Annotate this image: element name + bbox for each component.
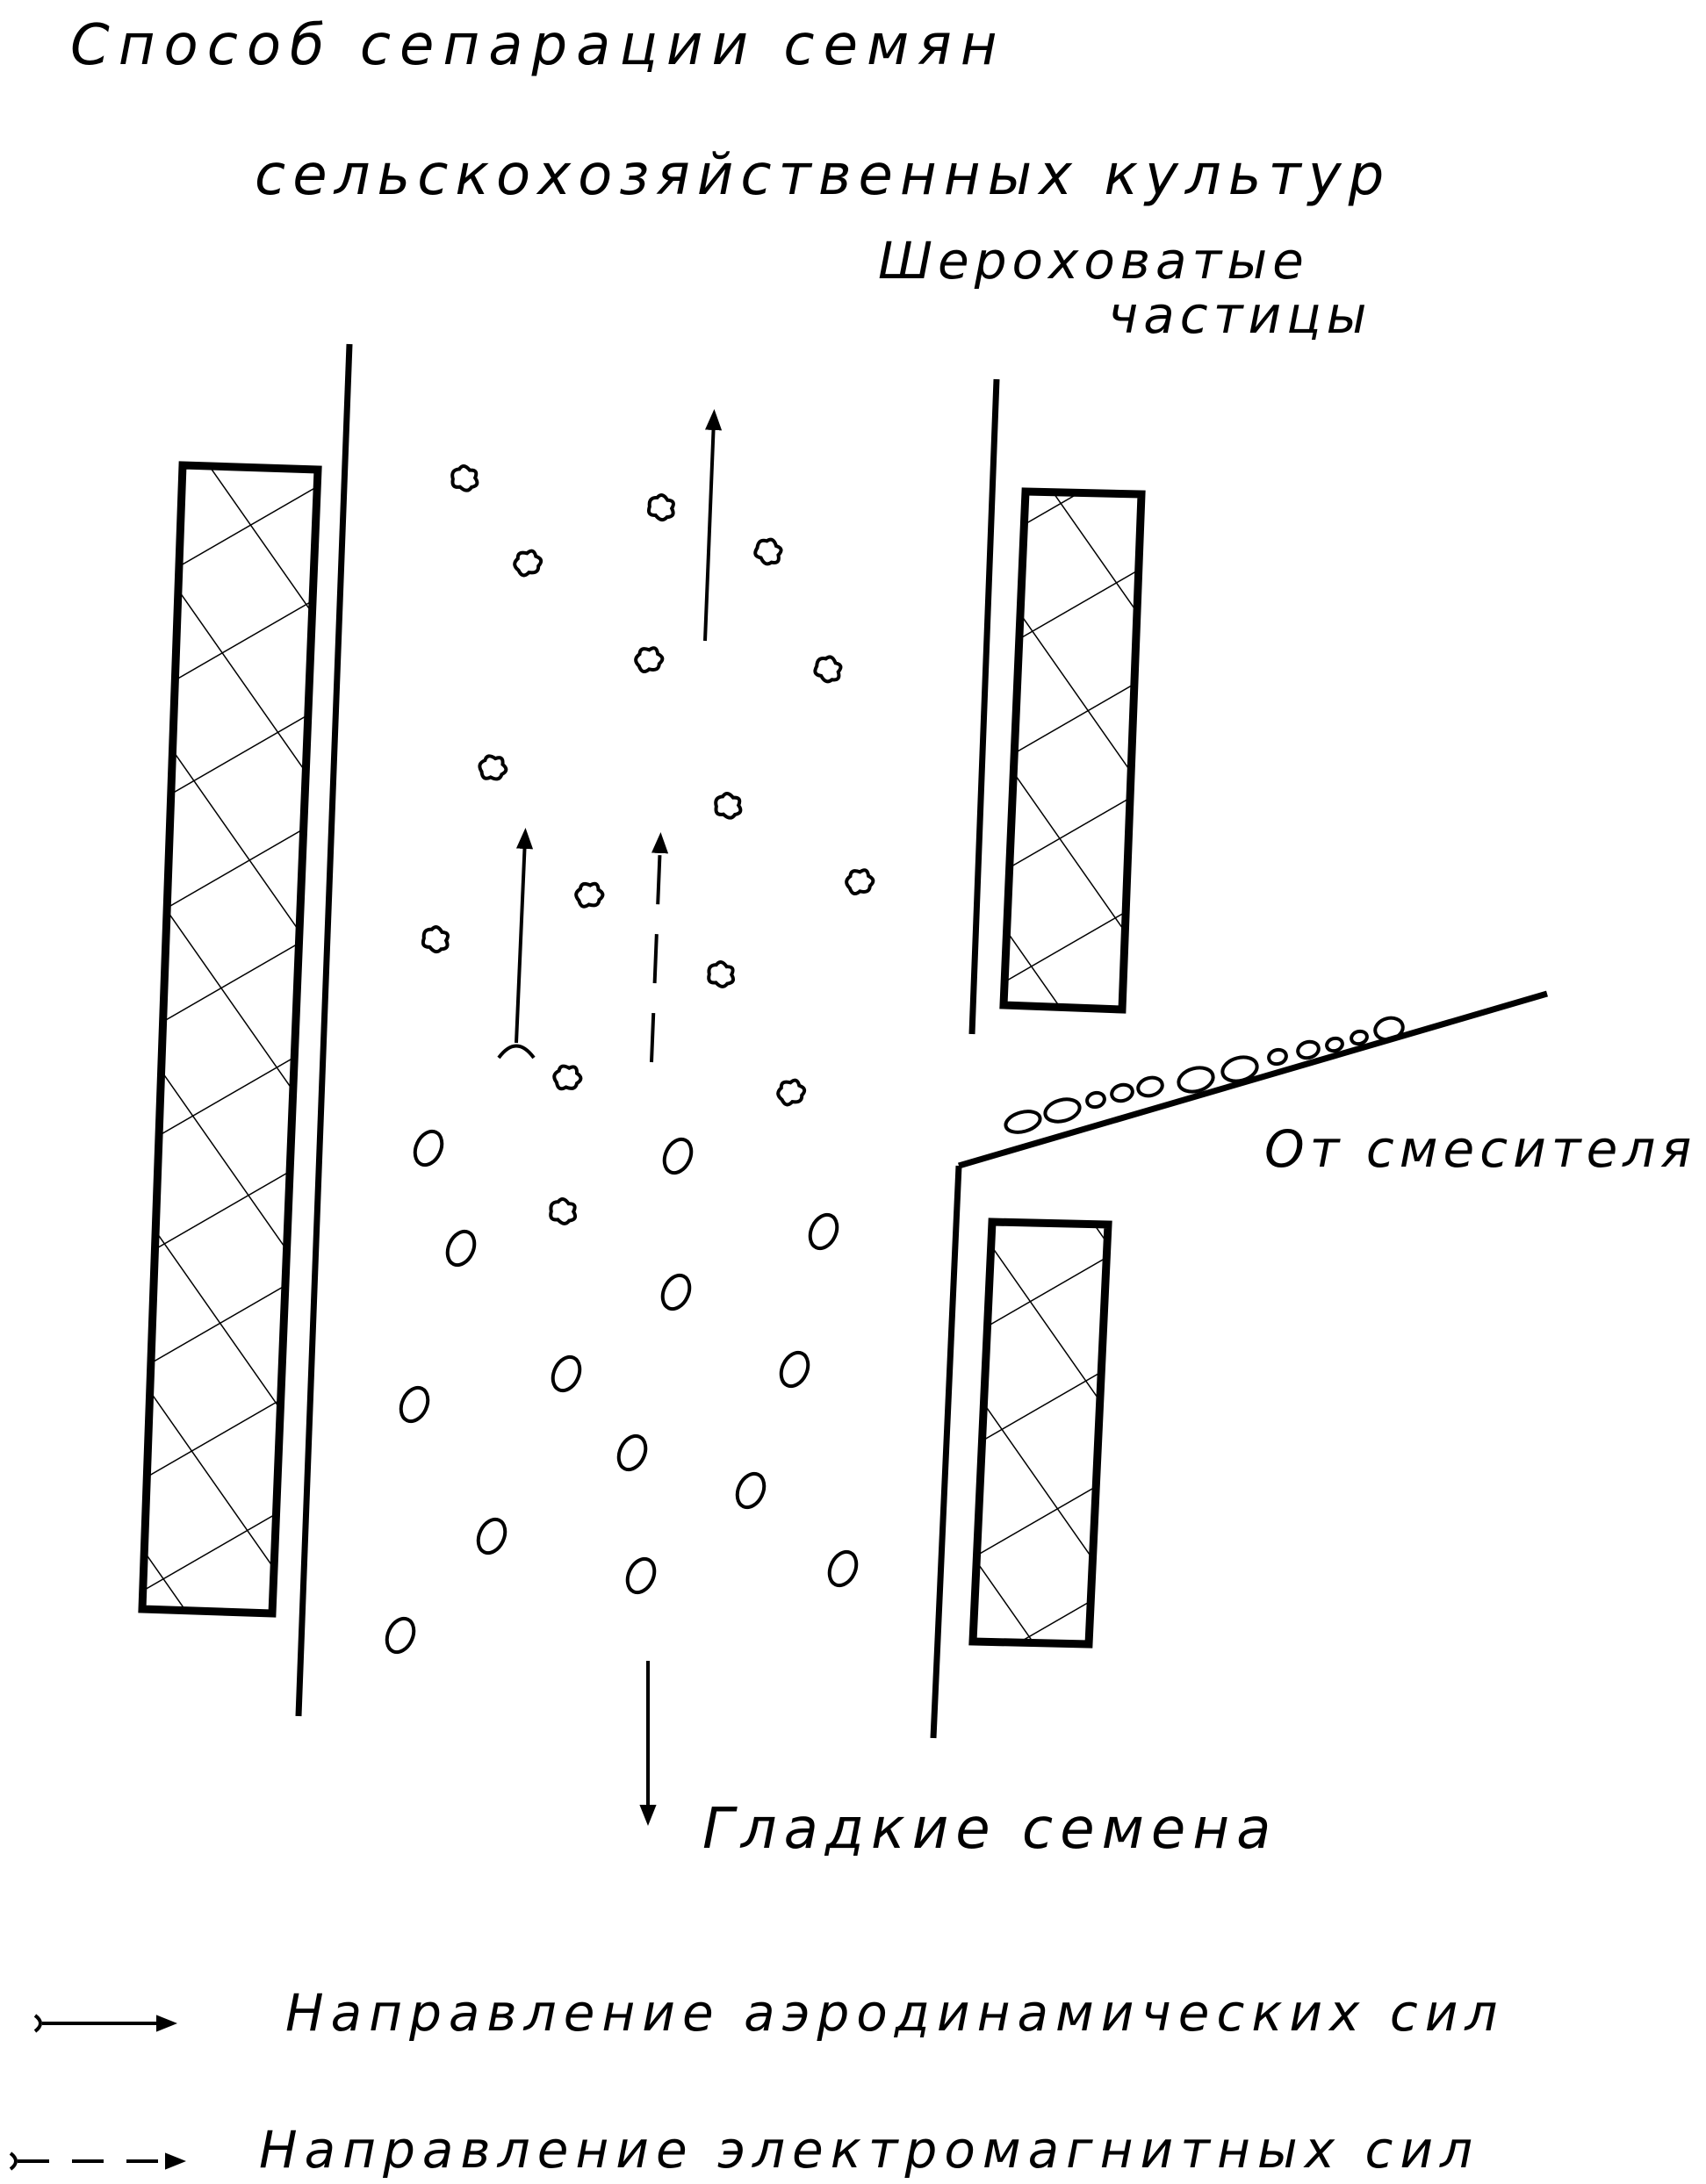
title-line-1: Способ сепарации семян [70, 18, 1006, 74]
smooth-seed [443, 1227, 479, 1269]
rough-particle [421, 924, 451, 954]
smooth-seed [776, 1348, 813, 1390]
rough-particle [632, 643, 666, 676]
rough-particle [752, 535, 785, 568]
aerodynamic-arrow-tail [499, 1046, 534, 1059]
chute-seed [1004, 1108, 1042, 1136]
rough-particle [812, 653, 846, 686]
rough-particle [715, 793, 743, 819]
legend-aero-symbol [35, 2015, 167, 2031]
rough-particle [451, 465, 479, 492]
smooth-seed [805, 1211, 842, 1253]
left-magnet-block [142, 465, 318, 1613]
from-mixer-label: От смесителя [1264, 1124, 1696, 1175]
smooth-seed [623, 1555, 659, 1597]
smooth-seed [614, 1432, 651, 1474]
chute-seed [1267, 1048, 1287, 1067]
rough-particle [646, 492, 677, 521]
smooth-seed [732, 1469, 769, 1512]
smooth-seed [548, 1353, 585, 1395]
chute-seed [1296, 1039, 1321, 1060]
title-line-2: сельскохозяйственных культур [255, 147, 1391, 204]
smooth-seeds-label: Гладкие семена [702, 1801, 1278, 1857]
electromagnetic-force-arrow [651, 843, 660, 1062]
rough-particles-label-line-2: частицы [1108, 290, 1371, 341]
rough-particle [573, 879, 606, 910]
smooth-seed [658, 1271, 695, 1313]
rough-particle [774, 1075, 809, 1109]
chute-seed [1085, 1091, 1105, 1110]
right-upper-magnet-block [1004, 492, 1141, 1009]
rough-particle [707, 960, 736, 988]
rough-particle [549, 1197, 578, 1225]
rough-particles [421, 465, 876, 1225]
legend-em-label: Направление электромагнитных сил [259, 2124, 1479, 2175]
rough-particle [511, 546, 545, 579]
rough-particle [479, 753, 507, 781]
chute-seeds [1004, 1015, 1406, 1136]
chute-seed [1350, 1030, 1368, 1045]
legend-em-symbol [11, 2153, 176, 2169]
smooth-seed [382, 1614, 419, 1656]
aerodynamic-force-arrow [516, 838, 525, 1043]
smooth-seed [659, 1135, 696, 1177]
smooth-seeds [382, 1127, 861, 1656]
smooth-seed [824, 1548, 861, 1590]
rough-particles-outflow-arrow [705, 420, 714, 641]
legend-aero-label: Направление аэродинамических сил [285, 1987, 1504, 2038]
right-channel-wall-lower [933, 1166, 959, 1738]
smooth-seed [473, 1515, 510, 1557]
rough-particle [552, 1062, 583, 1092]
rough-particles-label-line-1: Шероховатые [878, 235, 1309, 286]
chute-seed [1325, 1037, 1343, 1052]
right-channel-wall-upper [972, 379, 997, 1034]
chute-seed [1136, 1075, 1164, 1099]
smooth-seed [410, 1127, 447, 1169]
smooth-seed [396, 1383, 433, 1426]
right-lower-magnet-block [973, 1222, 1108, 1644]
chute-seed [1043, 1096, 1083, 1125]
chute-seed [1110, 1082, 1134, 1103]
rough-particle [843, 866, 876, 898]
